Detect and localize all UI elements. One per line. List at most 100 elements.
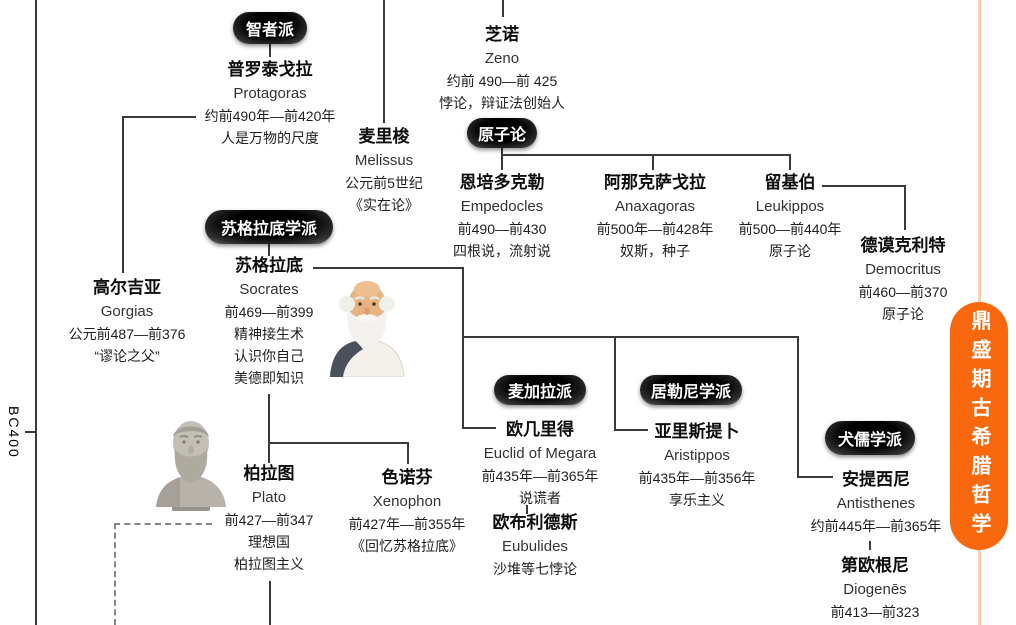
name-en: Socrates	[239, 281, 299, 298]
note: 原子论	[882, 306, 924, 322]
dates: 前460—前370	[858, 284, 948, 300]
connector-drop-euclid	[462, 336, 464, 429]
connector-protagoras-gorgias-v	[122, 116, 124, 273]
connector-drop-antisthenes	[797, 336, 799, 478]
note: 四根说，流射说	[453, 243, 551, 259]
connector-plato-bottom	[269, 581, 271, 625]
note: 享乐主义	[669, 492, 725, 508]
note: 美德即知识	[234, 370, 304, 386]
name-en: Protagoras	[233, 85, 307, 102]
badge-cynic: 犬儒学派	[825, 421, 915, 455]
connector-schools-bar	[462, 336, 799, 338]
dates: 前427年—前355年	[348, 516, 466, 532]
note: 精神接生术	[234, 326, 304, 342]
name-zh: 德谟克利特	[860, 236, 946, 255]
connector-elbow-aristippos	[614, 429, 648, 431]
note: 沙堆等七悖论	[493, 561, 577, 577]
name-en: Empedocles	[460, 198, 544, 215]
connector-atomism-bar	[501, 154, 791, 156]
philosopher-socrates: 苏格拉底 Socrates 前469—前399 精神接生术 认识你自己 美德即知…	[225, 253, 314, 389]
dates: 约前490年—前420年	[204, 108, 336, 124]
connector-atomism-leukippos	[789, 154, 791, 170]
dates: 公元前5世纪	[345, 175, 423, 191]
connector-plato-xenophon-bar	[268, 442, 409, 444]
connector-atomism-empedocles	[501, 154, 503, 170]
connector-socrates-plato-stem	[268, 394, 270, 463]
connector-atomism-anaxagoras	[652, 154, 654, 170]
dashed-connector-h	[114, 523, 212, 525]
philosopher-democritus: 德谟克利特 Democritus 前460—前370 原子论	[859, 233, 948, 325]
badge-socratic-school: 苏格拉底学派	[205, 210, 333, 244]
connector-elbow-antisthenes	[797, 476, 833, 478]
name-zh: 麦里梭	[358, 127, 410, 146]
timeline-tick-bc400	[25, 431, 36, 433]
badge-sophists: 智者派	[233, 12, 307, 44]
philosopher-protagoras: 普罗泰戈拉 Protagoras 约前490年—前420年 人是万物的尺度	[205, 57, 336, 149]
connector-top-to-melissus	[383, 0, 385, 123]
note: 《实在论》	[348, 197, 419, 213]
note: 人是万物的尺度	[221, 130, 319, 146]
name-en: Euclid of Megara	[483, 445, 597, 462]
name-zh: 第欧根尼	[841, 556, 909, 575]
plato-bust-image	[156, 421, 226, 511]
era-banner-label: 鼎盛期古希腊哲学	[968, 310, 990, 542]
badge-cyrenaic: 居勒尼学派	[640, 375, 742, 405]
dates: 前500—前440年	[738, 221, 842, 237]
era-banner-line-bottom	[978, 549, 981, 625]
dates: 约前445年—前365年	[810, 518, 942, 534]
name-zh: 留基伯	[764, 173, 816, 192]
name-en: Xenophon	[372, 493, 442, 510]
dates: 前435年—前356年	[638, 470, 756, 486]
dates: 公元前487—前376	[68, 326, 186, 342]
badge-megarian: 麦加拉派	[494, 375, 586, 405]
name-zh: 亚里斯提卜	[654, 422, 740, 441]
dates: 前490—前430	[457, 221, 547, 237]
name-en: Zeno	[484, 50, 520, 67]
connector-elbow-euclid	[462, 427, 496, 429]
note: 认识你自己	[234, 348, 304, 364]
philosopher-antisthenes: 安提西尼 Antisthenes 约前445年—前365年	[811, 467, 942, 537]
connector-top-to-zeno	[502, 0, 504, 17]
era-banner-line-top	[978, 0, 981, 303]
philosopher-xenophon: 色诺芬 Xenophon 前427年—前355年 《回忆苏格拉底》	[349, 465, 466, 557]
dates: 前427—前347	[224, 512, 314, 528]
connector-drop-aristippos	[614, 336, 616, 431]
badge-atomism: 原子论	[467, 118, 537, 148]
name-zh: 恩培多克勒	[459, 173, 545, 192]
name-zh: 安提西尼	[842, 470, 910, 489]
note: 悖论，辩证法创始人	[439, 95, 565, 111]
dates: 前469—前399	[224, 304, 314, 320]
note: 说谎者	[519, 490, 561, 506]
name-en: Plato	[251, 489, 287, 506]
note: 奴斯，种子	[620, 243, 690, 259]
note: “谬论之父”	[94, 348, 160, 364]
name-zh: 苏格拉底	[235, 256, 303, 275]
name-zh: 柏拉图	[243, 464, 295, 483]
era-banner: 鼎盛期古希腊哲学	[950, 302, 1008, 550]
connector-atomism-stem	[501, 146, 503, 156]
name-zh: 高尔吉亚	[93, 278, 161, 297]
name-zh: 欧几里得	[506, 420, 574, 439]
philosopher-euclid-of-megara: 欧几里得 Euclid of Megara 前435年—前365年 说谎者	[482, 417, 599, 509]
dashed-connector-v	[114, 523, 116, 625]
philosopher-eubulides: 欧布利德斯 Eubulides 沙堆等七悖论	[493, 510, 578, 580]
connector-sophists-protagoras	[269, 44, 271, 57]
connector-socrates-right-h	[313, 267, 464, 269]
name-zh: 阿那克萨戈拉	[604, 173, 706, 192]
connector-protagoras-gorgias-h	[122, 116, 196, 118]
name-en: Diogenēs	[843, 581, 907, 598]
philosopher-gorgias: 高尔吉亚 Gorgias 公元前487—前376 “谬论之父”	[69, 275, 186, 367]
connector-leukippos-democritus-h	[822, 185, 906, 187]
connector-drop-xenophon	[407, 442, 409, 464]
dates: 前413—前323	[830, 604, 920, 620]
dates: 约前 490—前 425	[446, 73, 558, 89]
philosopher-diogenes: 第欧根尼 Diogenēs 前413—前323	[831, 553, 920, 623]
note: 原子论	[769, 243, 811, 259]
connector-leukippos-democritus-v	[904, 185, 906, 230]
name-zh: 芝诺	[485, 25, 519, 44]
name-en: Antisthenes	[836, 495, 916, 512]
name-en: Eubulides	[502, 538, 568, 555]
connector-socrates-right-v	[462, 267, 464, 338]
note: 理想国	[248, 534, 290, 550]
name-zh: 欧布利德斯	[492, 513, 578, 532]
